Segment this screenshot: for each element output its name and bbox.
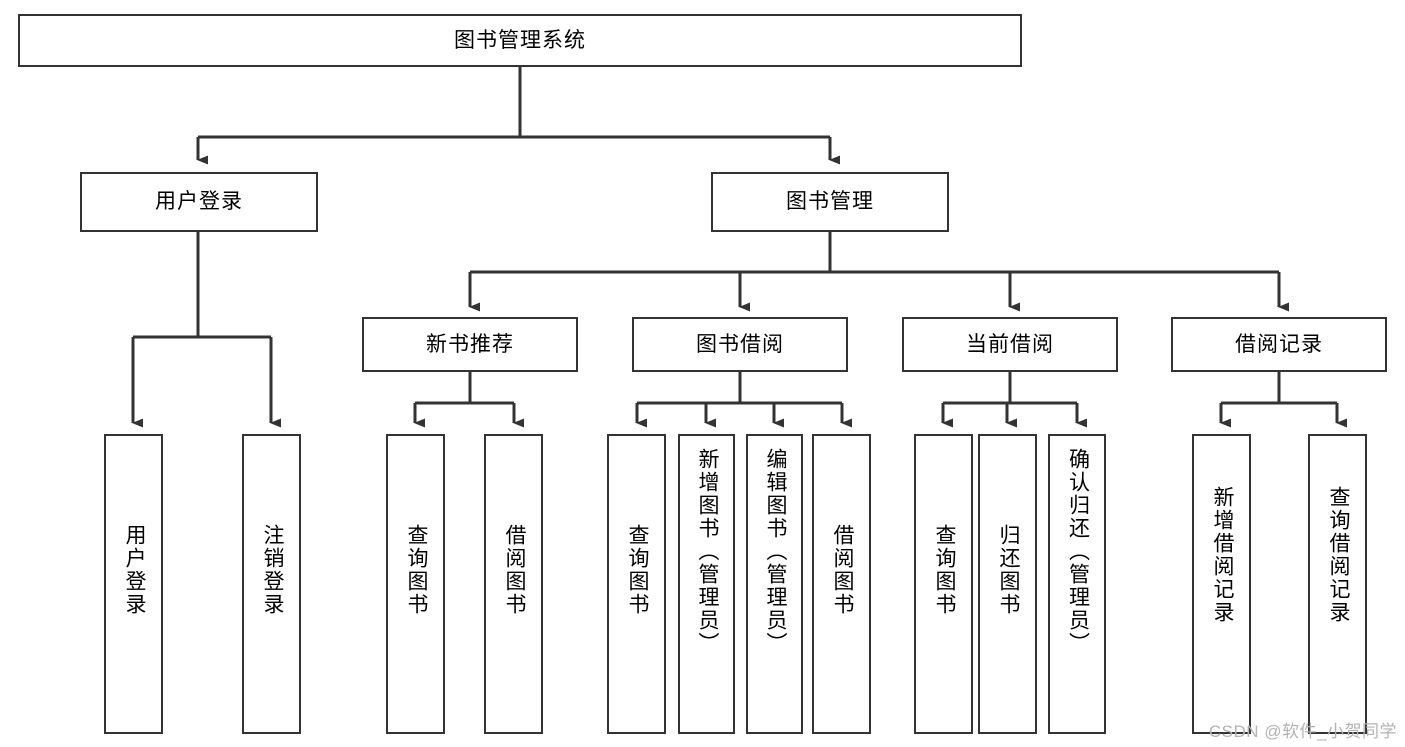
node-leaf-query-book-1-label: 查询图书 <box>404 524 428 616</box>
node-leaf-query-record[interactable]: 查询借阅记录 <box>1308 434 1367 734</box>
node-leaf-add-book-label: 新增图书（管理员） <box>695 448 719 655</box>
node-book-borrow-label: 图书借阅 <box>696 332 784 356</box>
node-leaf-borrow-book-2-label: 借阅图书 <box>830 524 854 616</box>
node-leaf-logout-label: 注销登录 <box>260 524 284 616</box>
node-borrow-record-label: 借阅记录 <box>1235 332 1323 356</box>
node-leaf-return-book[interactable]: 归还图书 <box>978 434 1037 734</box>
node-book-manage[interactable]: 图书管理 <box>711 172 949 232</box>
node-leaf-query-book-1[interactable]: 查询图书 <box>386 434 445 734</box>
watermark: CSDN @软件_小贺同学 <box>1208 722 1397 741</box>
node-leaf-add-book[interactable]: 新增图书（管理员） <box>678 434 735 734</box>
node-leaf-query-record-label: 查询借阅记录 <box>1326 486 1350 624</box>
node-book-borrow[interactable]: 图书借阅 <box>632 317 848 372</box>
node-leaf-logout[interactable]: 注销登录 <box>242 434 301 734</box>
node-new-book-recommend[interactable]: 新书推荐 <box>362 317 578 372</box>
node-leaf-borrow-book-1-label: 借阅图书 <box>502 524 526 616</box>
node-leaf-borrow-book-2[interactable]: 借阅图书 <box>812 434 871 734</box>
node-leaf-user-login-label: 用户登录 <box>122 524 146 616</box>
node-user-login-label: 用户登录 <box>155 190 243 214</box>
node-leaf-return-book-label: 归还图书 <box>996 524 1020 616</box>
node-leaf-query-book-3[interactable]: 查询图书 <box>914 434 973 734</box>
node-leaf-query-book-3-label: 查询图书 <box>932 524 956 616</box>
node-leaf-query-book-2[interactable]: 查询图书 <box>607 434 666 734</box>
node-current-borrow[interactable]: 当前借阅 <box>902 317 1118 372</box>
node-book-manage-label: 图书管理 <box>786 190 874 214</box>
node-leaf-add-record[interactable]: 新增借阅记录 <box>1192 434 1251 734</box>
node-current-borrow-label: 当前借阅 <box>966 332 1054 356</box>
node-borrow-record[interactable]: 借阅记录 <box>1171 317 1387 372</box>
node-leaf-query-book-2-label: 查询图书 <box>625 524 649 616</box>
node-root[interactable]: 图书管理系统 <box>18 14 1022 67</box>
node-leaf-confirm-return[interactable]: 确认归还（管理员） <box>1048 434 1106 734</box>
node-leaf-confirm-return-label: 确认归还（管理员） <box>1066 448 1090 655</box>
node-user-login[interactable]: 用户登录 <box>80 172 318 232</box>
node-leaf-edit-book[interactable]: 编辑图书（管理员） <box>746 434 803 734</box>
node-new-book-recommend-label: 新书推荐 <box>426 332 514 356</box>
node-leaf-user-login[interactable]: 用户登录 <box>104 434 163 734</box>
node-root-label: 图书管理系统 <box>454 28 586 52</box>
node-leaf-add-record-label: 新增借阅记录 <box>1210 486 1234 624</box>
node-leaf-borrow-book-1[interactable]: 借阅图书 <box>484 434 543 734</box>
node-leaf-edit-book-label: 编辑图书（管理员） <box>763 448 787 655</box>
